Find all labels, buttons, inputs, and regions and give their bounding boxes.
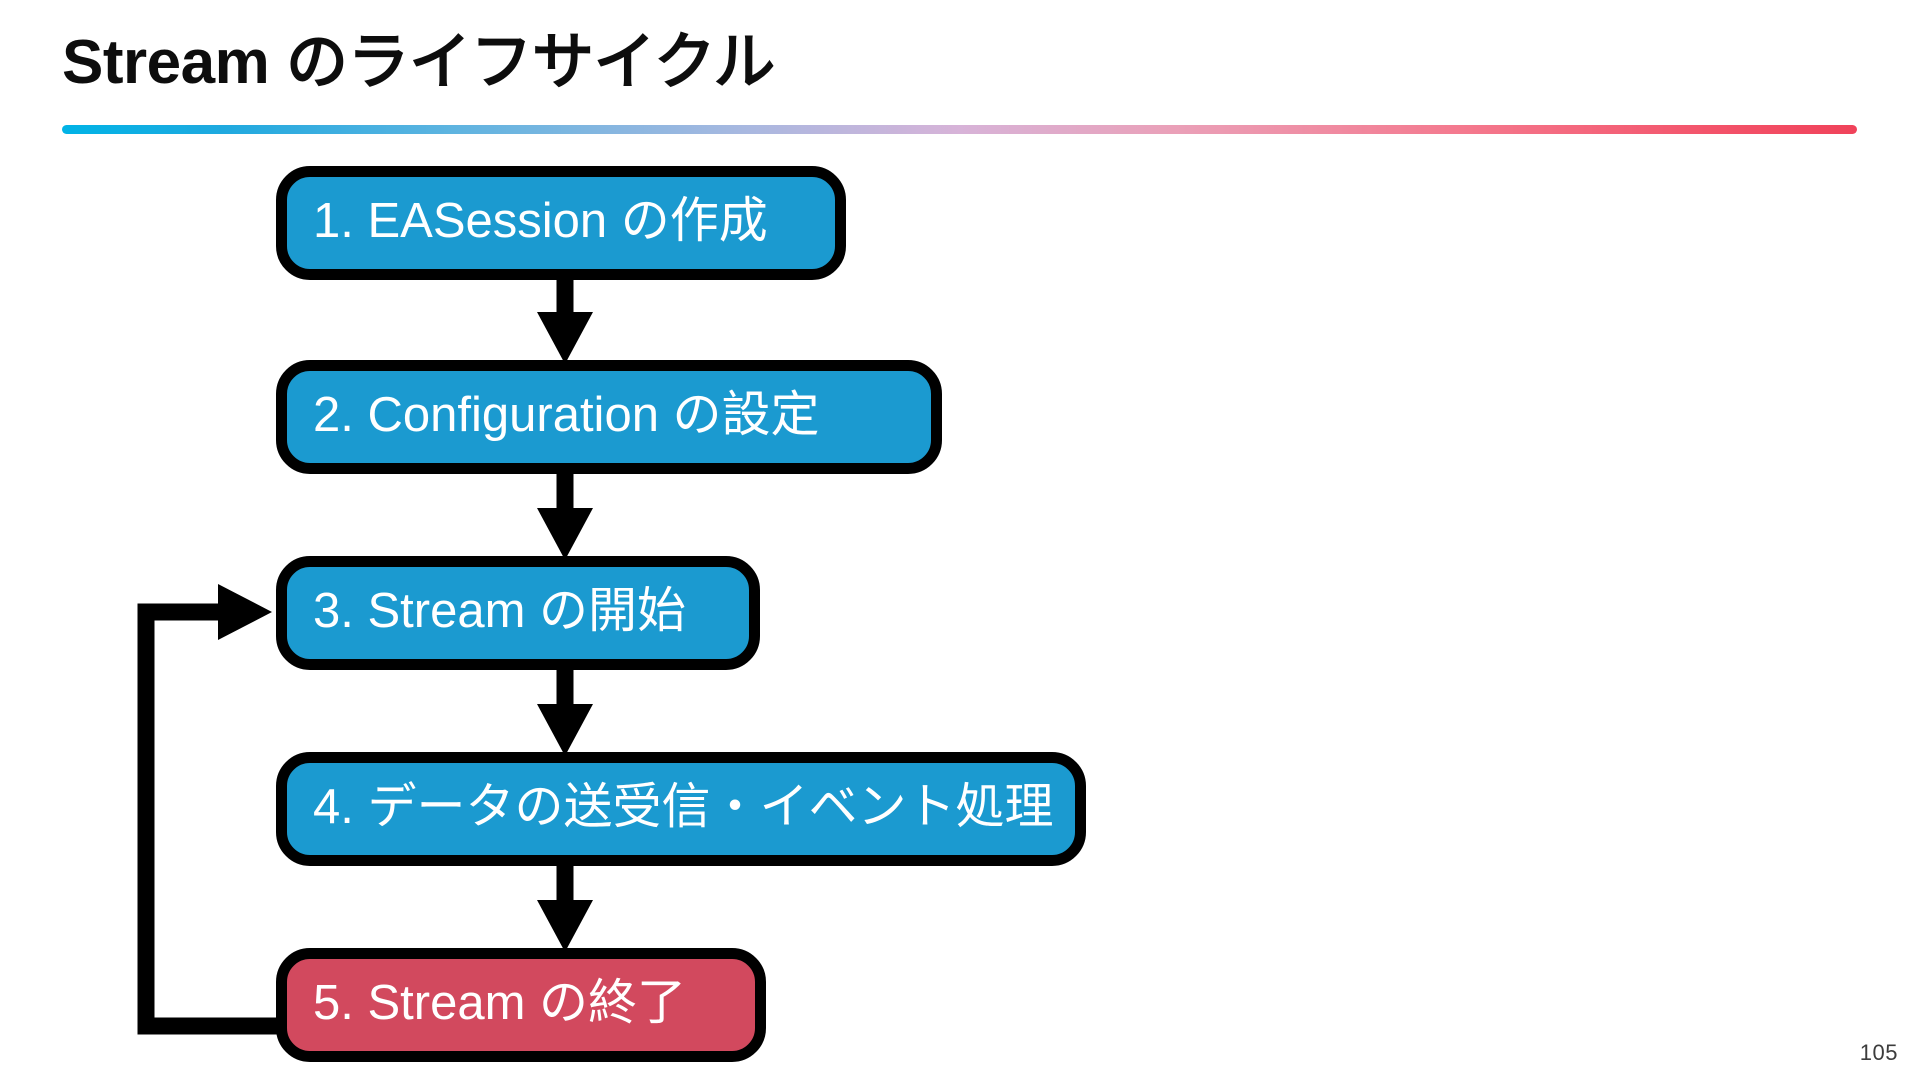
- flow-node-1-label: 1. EASession の作成: [313, 193, 768, 248]
- flow-node-3[interactable]: 3. Stream の開始: [276, 556, 760, 670]
- flow-node-3-label: 3. Stream の開始: [313, 583, 687, 638]
- flow-node-4[interactable]: 4. データの送受信・イベント処理: [276, 752, 1086, 866]
- connector-arrow-n1-n2: [537, 280, 593, 364]
- connector-arrow-n2-n3: [537, 474, 593, 560]
- page-title: Stream のライフサイクル: [62, 28, 775, 97]
- flow-node-1[interactable]: 1. EASession の作成: [276, 166, 846, 280]
- title-underline-gradient: [62, 125, 1857, 134]
- connector-arrow-n3-n4: [537, 670, 593, 756]
- connector-arrow-n5-n3-loop: [137, 584, 286, 1035]
- slide-page-number: 105: [1859, 1040, 1898, 1065]
- flow-node-4-label: 4. データの送受信・イベント処理: [313, 779, 1054, 834]
- flow-node-5-label: 5. Stream の終了: [313, 975, 687, 1030]
- connector-arrow-n4-n5: [537, 866, 593, 952]
- flow-node-5[interactable]: 5. Stream の終了: [276, 948, 766, 1062]
- flow-node-2[interactable]: 2. Configuration の設定: [276, 360, 942, 474]
- flow-node-2-label: 2. Configuration の設定: [313, 387, 820, 442]
